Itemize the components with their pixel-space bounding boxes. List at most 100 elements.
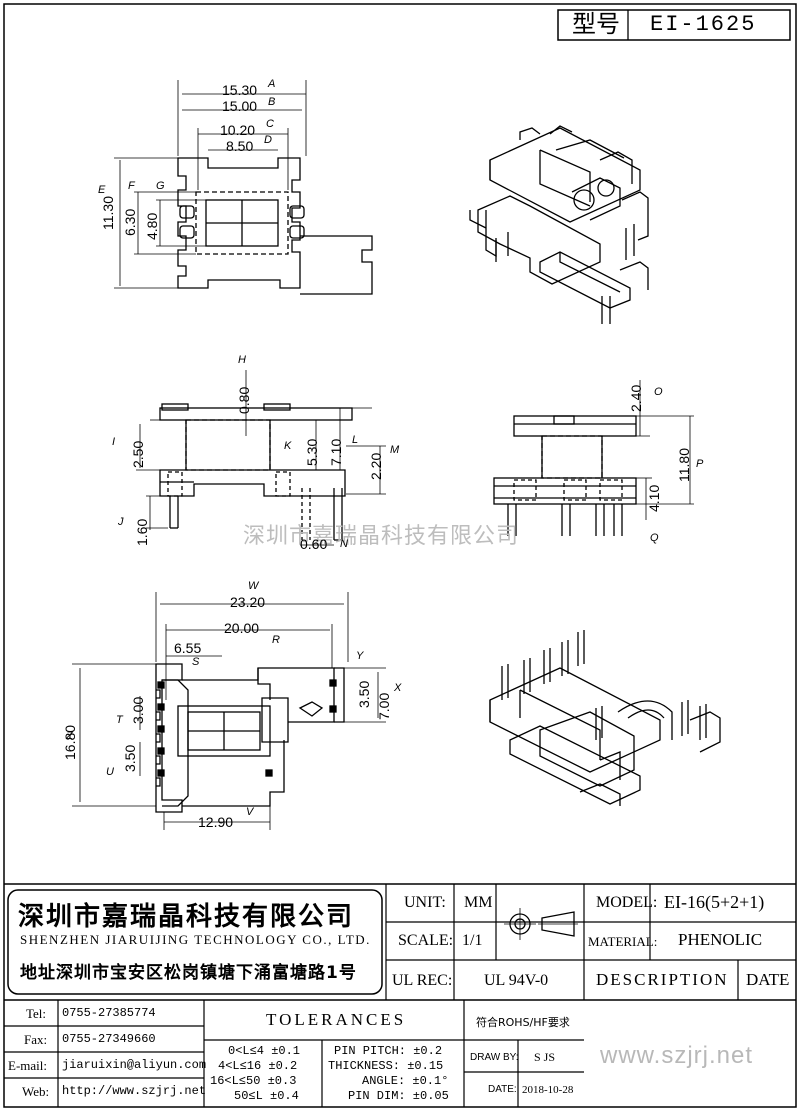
tel-label: Tel: bbox=[26, 1006, 47, 1021]
dim-15-30: 15.30 bbox=[222, 82, 258, 98]
dim-8-50: 8.50 bbox=[226, 138, 254, 154]
dim-20-00: 20.00 bbox=[224, 620, 260, 636]
label-C: C bbox=[266, 118, 274, 130]
dim-0-60: 0.60 bbox=[300, 536, 328, 552]
description-label: DESCRIPTION bbox=[596, 970, 729, 989]
dim-3-00: 3.00 bbox=[130, 696, 146, 724]
tolerance-line-4: 50≤L ±0.4 bbox=[234, 1089, 299, 1103]
date-small-label: DATE: bbox=[488, 1084, 517, 1095]
header-model-number: EI-1625 bbox=[650, 12, 757, 37]
draw-by-value: S JS bbox=[534, 1050, 556, 1064]
spec-thickness: THICKNESS: ±0.15 bbox=[328, 1059, 444, 1073]
label-B: B bbox=[268, 96, 276, 108]
iso-view-bottom bbox=[489, 630, 721, 806]
tolerance-line-2: 4<L≤16 ±0.2 bbox=[218, 1059, 298, 1073]
dim-15-00: 15.00 bbox=[222, 98, 258, 114]
label-T: T bbox=[116, 714, 123, 726]
side-view-drawing bbox=[136, 370, 386, 546]
scale-label: SCALE: bbox=[398, 932, 454, 949]
label-N: N bbox=[340, 538, 348, 550]
tel-value: 0755-27385774 bbox=[62, 1006, 156, 1020]
date-label: DATE bbox=[746, 970, 790, 989]
label-Y: Y bbox=[356, 650, 364, 662]
date-small-value: 2018-10-28 bbox=[522, 1084, 574, 1096]
draw-by-label: DRAW BY: bbox=[470, 1052, 519, 1063]
label-Q: Q bbox=[650, 532, 659, 544]
header-type-label: 型号 bbox=[572, 12, 620, 38]
dim-6-30: 6.30 bbox=[122, 208, 138, 236]
label-R: R bbox=[272, 634, 280, 646]
label-P: P bbox=[696, 458, 704, 470]
unit-label: UNIT: bbox=[404, 894, 446, 911]
tolerance-line-1: 0<L≤4 ±0.1 bbox=[228, 1044, 301, 1058]
label-U: U bbox=[106, 766, 114, 778]
dim-2-50: 2.50 bbox=[130, 440, 146, 468]
label-M: M bbox=[390, 444, 400, 456]
label-W: W bbox=[248, 580, 259, 592]
rohs-compliance: 符合ROHS/HF要求 bbox=[476, 1016, 570, 1029]
spec-pin-dim: PIN DIM: ±0.05 bbox=[348, 1089, 449, 1103]
material-value: PHENOLIC bbox=[678, 930, 763, 949]
label-X: X bbox=[394, 682, 402, 694]
dim-12-90: 12.90 bbox=[198, 814, 234, 830]
company-name-cn: 深圳市嘉瑞晶科技有限公司 bbox=[18, 902, 355, 932]
dim-7-10: 7.10 bbox=[328, 438, 344, 466]
model-label: MODEL: bbox=[596, 894, 658, 911]
tolerances-label: TOLERANCES bbox=[266, 1010, 407, 1029]
company-address: 地址深圳市宝安区松岗镇塘下涌富塘路1号 bbox=[20, 963, 357, 983]
website-watermark: www.szjrj.net bbox=[600, 1042, 754, 1069]
label-G: G bbox=[156, 180, 165, 192]
label-K: K bbox=[284, 440, 292, 452]
label-L: L bbox=[352, 434, 359, 446]
label-V: V bbox=[246, 806, 254, 818]
iso-view-top bbox=[469, 125, 649, 324]
label-F: F bbox=[128, 180, 135, 192]
dim-0-80: 0.80 bbox=[236, 386, 252, 414]
outer-frame bbox=[3, 3, 797, 1108]
label-O: O bbox=[654, 386, 663, 398]
ul-rec-label: UL REC: bbox=[392, 972, 453, 989]
scale-value: 1/1 bbox=[462, 932, 483, 949]
top-view-drawing bbox=[114, 80, 373, 295]
dim-10-20: 10.20 bbox=[220, 122, 256, 138]
dim-3-50-left: 3.50 bbox=[122, 744, 138, 772]
model-value: EI-16(5+2+1) bbox=[664, 892, 765, 912]
email-label: E-mail: bbox=[8, 1058, 47, 1073]
ul-rec-value: UL 94V-0 bbox=[484, 972, 549, 989]
dim-2-20: 2.20 bbox=[368, 452, 384, 480]
titleblock-grid bbox=[4, 883, 796, 1107]
label-J: J bbox=[118, 516, 124, 528]
material-label: MATERIAL: bbox=[588, 934, 658, 949]
projection-symbol bbox=[504, 908, 578, 940]
web-label: Web: bbox=[22, 1084, 50, 1099]
dim-2-40: 2.40 bbox=[628, 384, 644, 412]
dim-7-00: 7.00 bbox=[376, 692, 392, 720]
label-I: I bbox=[112, 436, 116, 448]
company-name-en: SHENZHEN JIARUIJING TECHNOLOGY CO., LTD. bbox=[20, 932, 371, 947]
label-A: A bbox=[268, 78, 276, 90]
fax-label: Fax: bbox=[24, 1032, 48, 1047]
spec-angle: ANGLE: ±0.1° bbox=[362, 1074, 449, 1088]
label-S: S bbox=[192, 656, 200, 668]
web-value[interactable]: http://www.szjrj.net bbox=[62, 1084, 207, 1098]
spec-pin-pitch: PIN PITCH: ±0.2 bbox=[334, 1044, 443, 1058]
watermark-text: 深圳市嘉瑞晶科技有限公司 bbox=[243, 524, 520, 549]
dim-6-55: 6.55 bbox=[174, 640, 202, 656]
email-value[interactable]: jiaruixin@aliyun.com bbox=[62, 1058, 207, 1072]
end-view-drawing bbox=[493, 380, 694, 536]
bottom-view-drawing bbox=[72, 592, 386, 830]
label-H: H bbox=[238, 354, 246, 366]
unit-value: MM bbox=[464, 894, 493, 911]
model-header-box bbox=[557, 9, 791, 41]
dim-11-80: 11.80 bbox=[676, 448, 692, 482]
label-Z: Z bbox=[66, 730, 73, 742]
dim-1-60: 1.60 bbox=[134, 518, 150, 546]
dim-4-10: 4.10 bbox=[646, 484, 662, 512]
dim-11-30: 11.30 bbox=[100, 196, 116, 230]
dim-23-20: 23.20 bbox=[230, 594, 266, 610]
dim-5-30: 5.30 bbox=[304, 438, 320, 466]
label-E: E bbox=[98, 184, 106, 196]
fax-value: 0755-27349660 bbox=[62, 1032, 156, 1046]
label-D: D bbox=[264, 134, 272, 146]
